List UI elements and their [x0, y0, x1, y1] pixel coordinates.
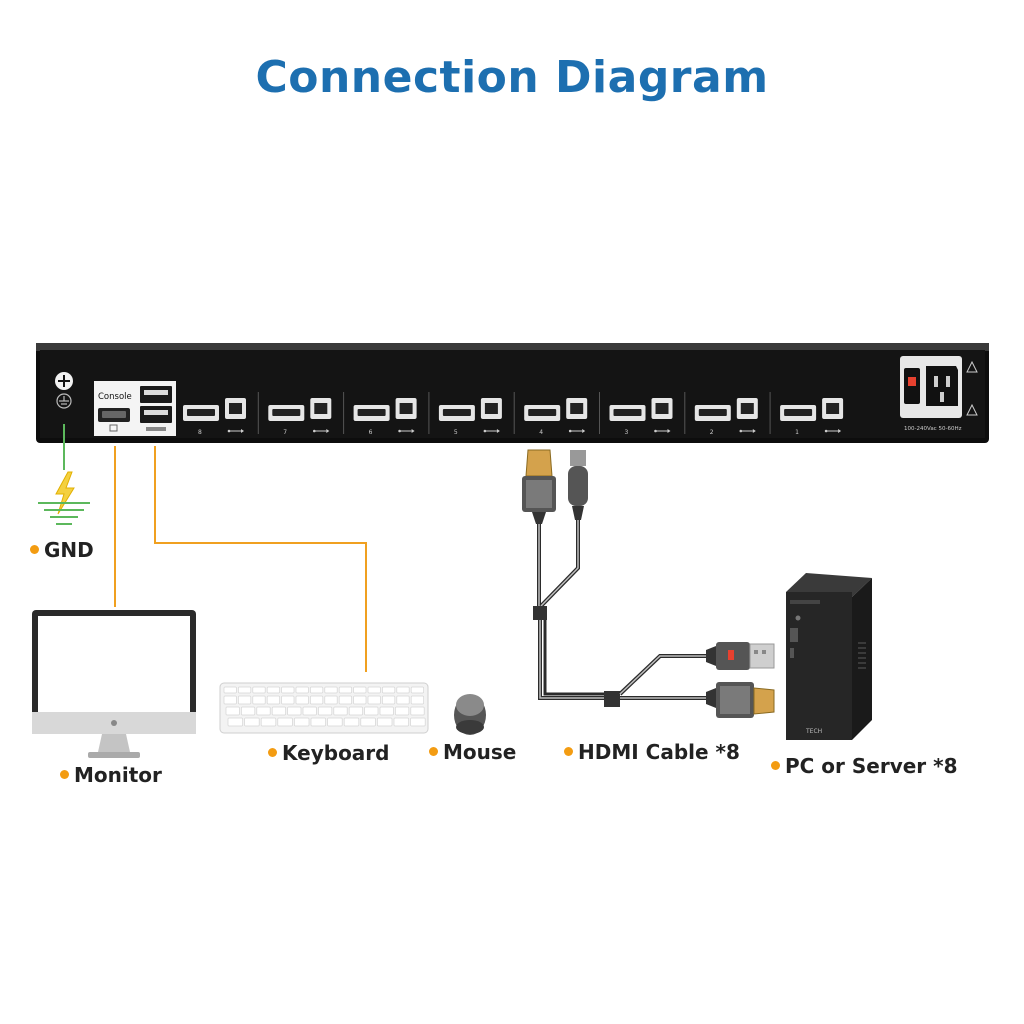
hdmi-port-icon — [438, 405, 475, 421]
usb-symbol-icon — [654, 429, 671, 433]
label-monitor: Monitor — [60, 763, 162, 787]
warning-icon — [966, 360, 978, 416]
bullet-icon — [268, 748, 277, 757]
hdmi-port-icon — [694, 405, 731, 421]
hdmi-port-icon — [609, 405, 646, 421]
usb-symbol-icon — [824, 429, 842, 433]
hdmi-port-icon — [183, 405, 219, 421]
port-pair-2: 2 — [684, 392, 758, 436]
bullet-icon — [564, 747, 573, 756]
kvm-rear-panel — [36, 343, 989, 443]
hdmi-usb-kvm-cable — [522, 449, 775, 718]
usb-b-port-icon — [566, 398, 588, 419]
usb-b-port-icon — [310, 398, 332, 419]
bullet-icon — [771, 761, 780, 770]
port-pair-7: 7 — [257, 392, 332, 436]
console-label: Console — [98, 392, 132, 402]
power-inlet — [900, 356, 962, 418]
usb-symbol-icon — [313, 429, 330, 433]
label-pc: PC or Server *8 — [771, 754, 958, 778]
pc-brand: TECH — [805, 728, 822, 735]
monitor-icon — [32, 610, 196, 758]
port-number: 1 — [795, 429, 799, 436]
usb-b-port-icon — [651, 398, 673, 419]
bullet-icon — [30, 545, 39, 554]
port-pair-3: 3 — [599, 392, 673, 436]
usb-b-port-icon — [395, 398, 417, 419]
gnd-symbol-icon — [38, 471, 90, 525]
console-section: Console — [94, 381, 176, 436]
port-pair-5: 5 — [428, 392, 502, 436]
usb-symbol-icon — [739, 429, 756, 433]
usb-b-port-icon — [822, 398, 844, 419]
port-number: 2 — [710, 429, 714, 436]
keyboard-icon — [219, 682, 429, 734]
port-number: 7 — [283, 429, 287, 436]
hdmi-port-icon — [353, 405, 390, 421]
usb-b-port-icon — [480, 398, 502, 419]
usb-peripheral-cable — [154, 446, 367, 672]
label-hdmi-cable: HDMI Cable *8 — [564, 740, 740, 764]
label-gnd: GND — [30, 538, 94, 562]
label-mouse: Mouse — [429, 740, 516, 764]
hdmi-port-icon — [268, 405, 305, 421]
port-pair-8: 8 — [183, 398, 246, 436]
usb-b-port-icon — [736, 398, 758, 419]
usb-b-port-icon — [225, 398, 246, 419]
pc-tower-icon: TECH — [786, 573, 872, 740]
hdmi-port-icon — [524, 405, 561, 421]
port-number: 6 — [369, 429, 373, 436]
computer-ports: 8 7 6 5 4 3 2 1 — [183, 392, 844, 436]
label-keyboard: Keyboard — [268, 741, 389, 765]
port-number: 8 — [198, 429, 202, 436]
mouse-icon — [454, 694, 486, 735]
diagram-title: Connection Diagram — [255, 52, 769, 103]
port-pair-1: 1 — [769, 392, 844, 436]
bullet-icon — [429, 747, 438, 756]
port-pair-4: 4 — [513, 392, 588, 436]
power-spec: 100-240Vac 50-60Hz — [904, 426, 962, 432]
bullet-icon — [60, 770, 69, 779]
usb-symbol-icon — [568, 429, 586, 433]
ground-terminal-icon — [55, 372, 73, 409]
port-number: 3 — [625, 429, 629, 436]
usb-symbol-icon — [227, 429, 244, 433]
hdmi-port-icon — [780, 405, 817, 421]
port-number: 4 — [539, 429, 543, 436]
usb-symbol-icon — [483, 429, 500, 433]
port-number: 5 — [454, 429, 458, 436]
usb-symbol-icon — [398, 429, 415, 433]
port-pair-6: 6 — [343, 392, 417, 436]
